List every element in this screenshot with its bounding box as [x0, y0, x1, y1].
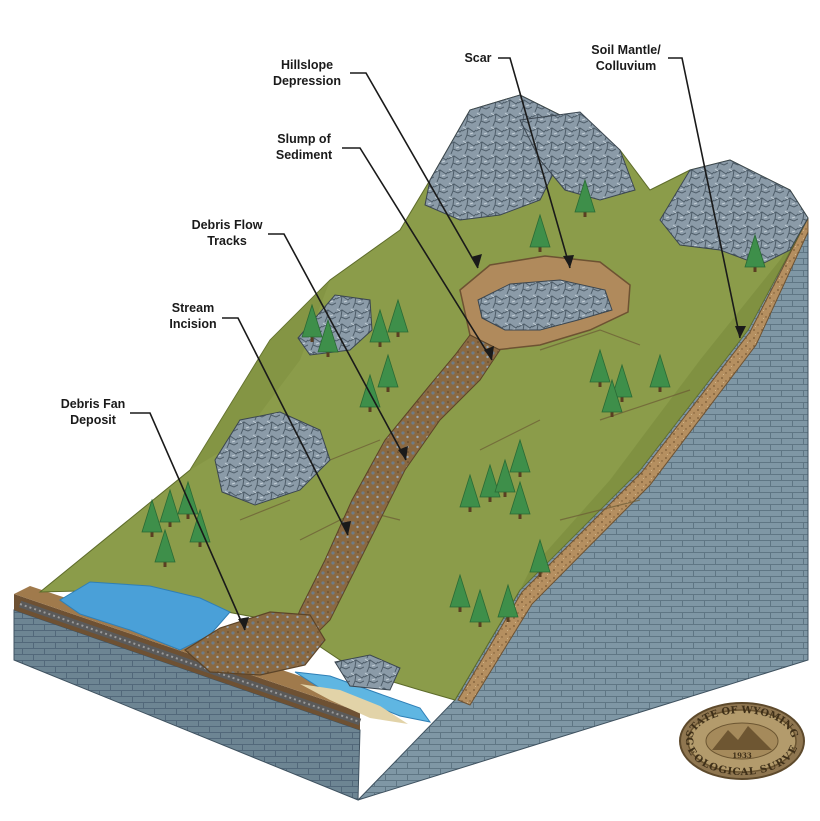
arrow-scar: [498, 57, 571, 269]
conifer-tree: [317, 318, 339, 357]
conifer-tree: [377, 353, 399, 392]
conifer-tree: [611, 363, 633, 402]
arrow-debris-fan: [130, 412, 246, 631]
conifer-tree: [479, 463, 501, 502]
conifer-tree: [649, 353, 671, 392]
arrow-soil-mantle: [668, 57, 741, 339]
label-hillslope-depression: Hillslope Depression: [272, 58, 342, 88]
depression-rocks: [477, 279, 613, 331]
label-soil-mantle: Soil Mantle/ Colluvium: [591, 43, 661, 73]
conifer-tree: [141, 498, 163, 537]
label-debris-flow-tracks: Debris Flow Tracks: [191, 218, 263, 248]
railway-track: [18, 600, 362, 726]
conifer-tree: [509, 480, 531, 519]
conifer-tree: [154, 528, 176, 567]
conifer-tree: [359, 373, 381, 412]
conifer-tree: [387, 298, 409, 337]
conifer-tree: [469, 588, 491, 627]
arrow-debris-flow: [268, 233, 407, 461]
arrow-slump: [342, 147, 493, 361]
slope-gullies: [239, 329, 691, 541]
conifer-tree: [529, 538, 551, 577]
conifer-tree: [589, 348, 611, 387]
conifer-tree: [497, 583, 519, 622]
label-slump-of-sediment: Slump of Sediment: [275, 132, 333, 162]
rock-outcrops: [214, 94, 809, 691]
conifer-tree: [159, 488, 181, 527]
label-scar: Scar: [464, 51, 492, 65]
conifer-tree: [509, 438, 531, 477]
label-stream-incision: Stream Incision: [169, 301, 217, 331]
soil-mantle-layer: [457, 217, 809, 706]
conifer-tree: [301, 303, 323, 342]
conifer-tree: [574, 178, 596, 217]
conifer-tree: [744, 233, 766, 272]
leader-lines: [130, 57, 741, 631]
conifer-trees: [141, 178, 766, 627]
arrow-hillslope-depression: [350, 72, 479, 269]
arrowheads: [238, 254, 746, 630]
debris-fan: [184, 611, 326, 676]
conifer-tree: [494, 458, 516, 497]
conifer-tree: [459, 473, 481, 512]
conifer-tree: [529, 213, 551, 252]
conifer-tree: [369, 308, 391, 347]
river-water: [59, 581, 231, 651]
conifer-tree: [601, 378, 623, 417]
arrow-stream-incision: [222, 317, 349, 536]
conifer-tree: [449, 573, 471, 612]
label-debris-fan-deposit: Debris Fan Deposit: [60, 397, 126, 427]
seal-year: 1933: [732, 751, 752, 760]
